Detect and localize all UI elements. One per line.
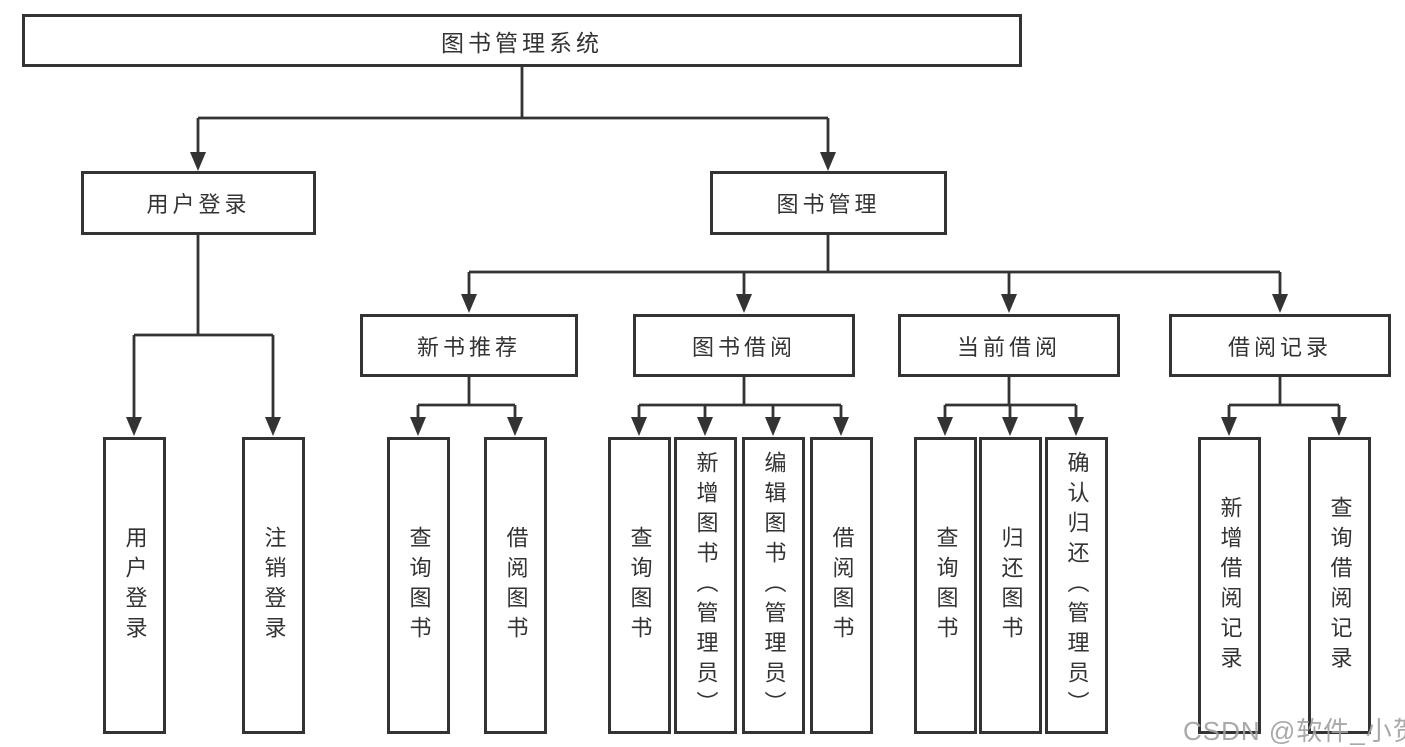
leaf-confirm-return-admin-label: 确认归还（管理员） xyxy=(1064,450,1090,721)
arrowhead xyxy=(765,417,781,436)
connector-group-book-mgmt xyxy=(461,235,1288,313)
arrowhead xyxy=(1068,417,1084,436)
node-user-login: 用户登录 xyxy=(81,171,316,235)
arrowhead xyxy=(1272,294,1288,313)
connector-group-user-login xyxy=(126,235,281,436)
node-new-book-recommend-label: 新书推荐 xyxy=(416,334,521,360)
arrowhead xyxy=(410,417,426,436)
node-user-login-label: 用户登录 xyxy=(146,192,251,217)
node-book-management-label: 图书管理 xyxy=(776,192,881,217)
arrowhead xyxy=(1331,417,1347,436)
leaf-borrow-book-label: 借阅图书 xyxy=(829,525,855,646)
leaf-query-book-borrow: 查询图书 xyxy=(608,437,671,734)
leaf-query-book-current: 查询图书 xyxy=(914,437,977,734)
connector-group-new-book xyxy=(410,377,523,436)
node-current-borrow: 当前借阅 xyxy=(898,314,1120,377)
leaf-add-book-admin: 新增图书（管理员） xyxy=(674,437,737,734)
node-library-system: 图书管理系统 xyxy=(22,14,1022,67)
node-borrow-record-label: 借阅记录 xyxy=(1227,334,1332,360)
node-new-book-recommend: 新书推荐 xyxy=(360,314,578,377)
leaf-logout-login: 注销登录 xyxy=(242,437,305,734)
leaf-add-borrow-record: 新增借阅记录 xyxy=(1198,437,1261,734)
leaf-borrow-book-recommend-label: 借阅图书 xyxy=(503,525,529,646)
leaf-query-book-current-label: 查询图书 xyxy=(933,525,959,646)
connector-group-borrow-record xyxy=(1221,377,1347,436)
arrowhead xyxy=(631,417,647,436)
connector-group-book-borrow xyxy=(631,377,849,436)
arrowhead xyxy=(1002,417,1018,436)
arrowhead xyxy=(265,417,281,436)
leaf-query-borrow-record: 查询借阅记录 xyxy=(1308,437,1371,734)
arrowhead xyxy=(736,294,752,313)
node-book-management: 图书管理 xyxy=(710,171,947,235)
leaf-logout-login-label: 注销登录 xyxy=(261,525,287,646)
leaf-user-login-label: 用户登录 xyxy=(122,525,148,646)
leaf-query-book-recommend: 查询图书 xyxy=(387,437,450,734)
leaf-borrow-book: 借阅图书 xyxy=(810,437,873,734)
arrowhead xyxy=(461,294,477,313)
node-book-borrow-label: 图书借阅 xyxy=(691,334,796,360)
leaf-return-book-label: 归还图书 xyxy=(998,525,1024,646)
arrowhead xyxy=(190,152,206,171)
node-book-borrow: 图书借阅 xyxy=(633,314,855,377)
leaf-add-book-admin-label: 新增图书（管理员） xyxy=(693,450,719,721)
leaf-query-book-recommend-label: 查询图书 xyxy=(406,525,432,646)
leaf-confirm-return-admin: 确认归还（管理员） xyxy=(1045,437,1108,734)
leaf-edit-book-admin-label: 编辑图书（管理员） xyxy=(761,450,787,721)
csdn-watermark: CSDN @软件_小贺同学 xyxy=(1183,716,1405,746)
arrowhead xyxy=(937,417,953,436)
leaf-borrow-book-recommend: 借阅图书 xyxy=(484,437,547,734)
leaf-query-book-borrow-label: 查询图书 xyxy=(627,525,653,646)
node-borrow-record: 借阅记录 xyxy=(1169,314,1391,377)
leaf-return-book: 归还图书 xyxy=(979,437,1042,734)
arrowhead xyxy=(507,417,523,436)
arrowhead xyxy=(820,152,836,171)
leaf-user-login: 用户登录 xyxy=(103,437,166,734)
connector-group-root xyxy=(190,67,836,171)
connector-group-current-borrow xyxy=(937,377,1084,436)
leaf-query-borrow-record-label: 查询借阅记录 xyxy=(1327,495,1353,676)
arrowhead xyxy=(1001,294,1017,313)
arrowhead xyxy=(697,417,713,436)
arrowhead xyxy=(833,417,849,436)
arrowhead xyxy=(126,417,142,436)
leaf-add-borrow-record-label: 新增借阅记录 xyxy=(1217,495,1243,676)
node-current-borrow-label: 当前借阅 xyxy=(956,334,1061,360)
node-library-system-label: 图书管理系统 xyxy=(441,29,603,56)
leaf-edit-book-admin: 编辑图书（管理员） xyxy=(742,437,805,734)
arrowhead xyxy=(1221,417,1237,436)
